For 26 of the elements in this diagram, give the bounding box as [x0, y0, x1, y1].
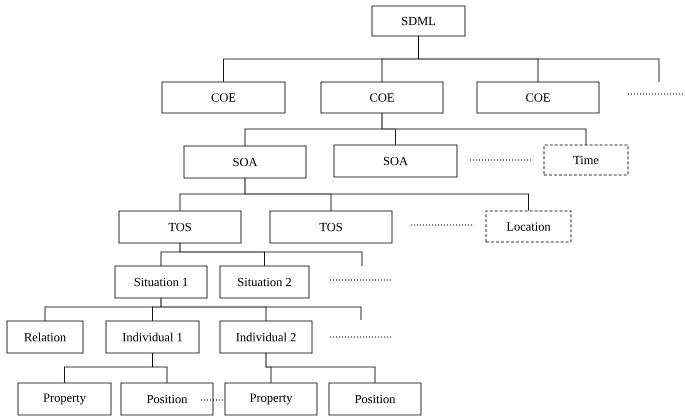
- box: TOS: [118, 210, 242, 244]
- box: Property: [224, 382, 318, 416]
- box: SOA: [184, 146, 306, 178]
- connector-line: [266, 353, 376, 383]
- box: Situation 1: [114, 266, 208, 298]
- connector-line: [180, 243, 362, 266]
- connector-line: [152, 353, 168, 383]
- box: Position: [120, 382, 214, 416]
- box: COE: [476, 82, 600, 114]
- box: SDML: [372, 6, 466, 36]
- box: Property: [18, 382, 112, 416]
- box: COE: [320, 82, 444, 114]
- dashed-box: Time: [544, 144, 628, 176]
- box: Individual 2: [220, 320, 312, 354]
- connector-line: [382, 113, 586, 145]
- connector-line: [160, 298, 362, 320]
- connector-line: [244, 178, 529, 211]
- connector-line: [418, 36, 660, 82]
- box: Individual 1: [106, 320, 200, 354]
- box: Situation 2: [220, 266, 310, 298]
- box: COE: [162, 82, 286, 114]
- box: Position: [328, 382, 422, 416]
- box: TOS: [270, 210, 392, 244]
- dashed-box: Location: [486, 210, 572, 242]
- box: SOA: [334, 144, 458, 178]
- box: Relation: [6, 320, 84, 354]
